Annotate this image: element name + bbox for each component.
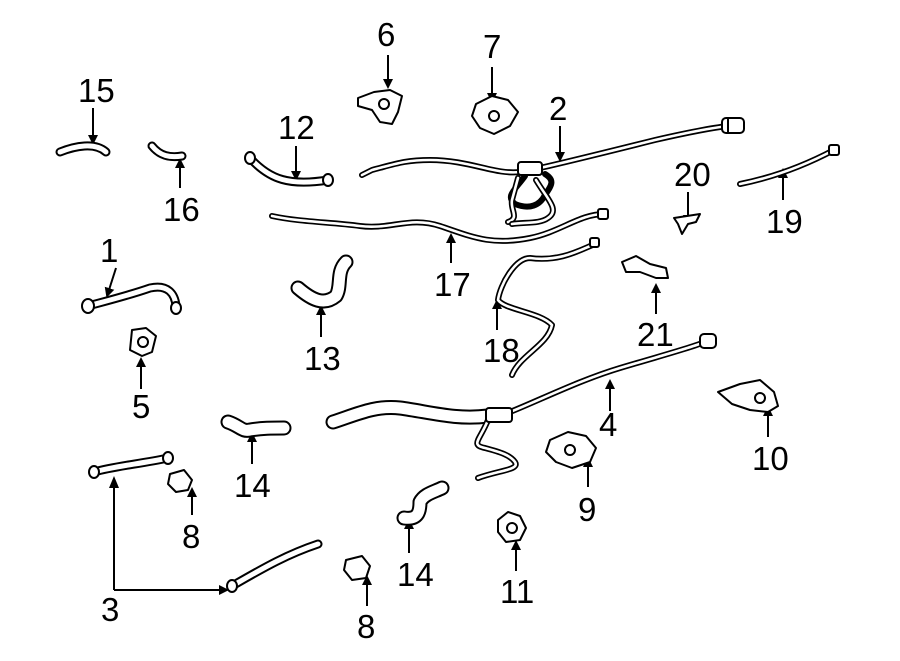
callout-15: 15: [78, 72, 115, 109]
part-21-bracket: [621, 255, 669, 279]
callout-10: 10: [752, 440, 789, 477]
callout-7: 7: [483, 28, 501, 65]
callout-9: 9: [578, 491, 596, 528]
callout-14-lower: 14: [397, 556, 434, 593]
leader-lines: [88, 55, 788, 606]
part-13-hose: [290, 254, 354, 309]
part-7-bracket: [471, 95, 519, 135]
callout-21: 21: [637, 316, 674, 353]
callout-19: 19: [766, 203, 803, 240]
callout-16: 16: [163, 191, 200, 228]
part-1-hose: [81, 282, 182, 315]
callout-13: 13: [304, 340, 341, 377]
callout-17: 17: [434, 266, 471, 303]
part-14-hose-upper: [220, 414, 292, 438]
part-16-hose: [147, 141, 187, 162]
callout-5: 5: [132, 388, 150, 425]
callout-18: 18: [483, 332, 520, 369]
callout-8-upper: 8: [182, 518, 200, 555]
part-5-clip: [129, 327, 157, 357]
part-3-hose: [88, 451, 323, 593]
callout-6: 6: [377, 16, 395, 53]
part-8-clip-lower: [343, 555, 371, 581]
part-14-hose-lower: [396, 480, 450, 526]
callout-12: 12: [278, 109, 315, 146]
part-6-bracket: [357, 89, 403, 125]
part-20-bracket: [673, 213, 701, 235]
part-2-pipe: [359, 117, 745, 227]
part-9-bracket: [545, 431, 597, 469]
part-18-pipe: [495, 237, 600, 378]
part-11-clip: [497, 511, 527, 543]
callout-20: 20: [674, 156, 711, 193]
part-4-pipe: [325, 333, 717, 481]
part-8-clip-upper: [167, 469, 193, 493]
callout-8-lower: 8: [357, 608, 375, 645]
callout-1: 1: [100, 232, 118, 269]
callout-14-upper: 14: [234, 467, 271, 504]
part-10-bracket: [717, 379, 779, 413]
callout-3: 3: [101, 591, 119, 628]
part-17-pipe: [269, 208, 609, 244]
callout-11: 11: [500, 573, 534, 610]
part-15-hose: [55, 141, 111, 157]
part-19-pipe: [737, 144, 840, 187]
part-12-hose: [244, 151, 334, 187]
callout-4: 4: [599, 406, 617, 443]
callout-2: 2: [549, 90, 567, 127]
